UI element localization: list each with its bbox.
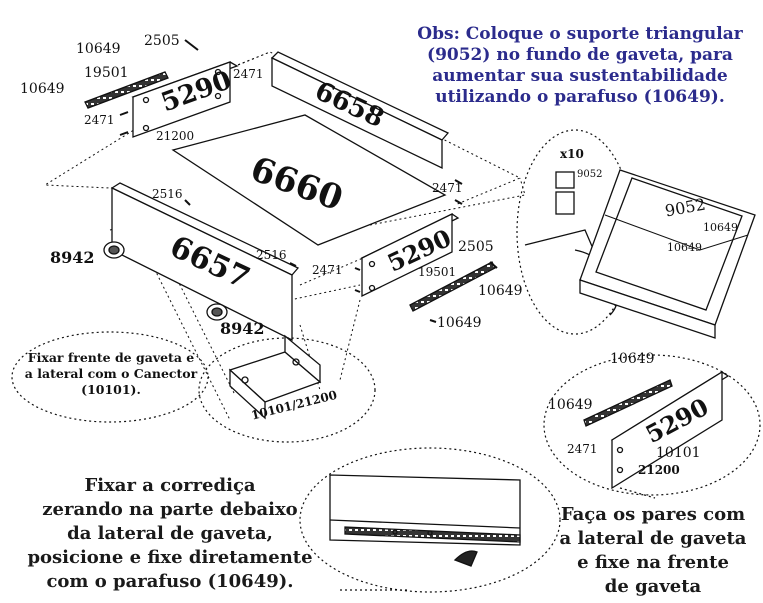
slide-instruction: Fixar a corrediça zerando na parte debai… — [20, 474, 320, 594]
back-panel-6658 — [270, 51, 450, 170]
label-slide-b: 19501 — [418, 265, 457, 279]
label-screw-e: 10649 — [703, 221, 738, 234]
side-right-5290 — [360, 212, 460, 298]
label-cam-b: 2471 — [233, 67, 264, 81]
slide-instruction-line: Fixar a corrediça — [84, 475, 256, 496]
slide-instruction-line: zerando na parte debaixo — [42, 499, 298, 520]
slide-detail-illustration — [329, 474, 521, 567]
front-panel-6657 — [110, 182, 300, 342]
label-screw-c: 10649 — [478, 283, 523, 299]
label-cam-e: 2471 — [567, 442, 598, 456]
label-connector-b: 10101 — [656, 445, 701, 461]
label-handle-b: 8942 — [220, 319, 265, 338]
pairs-instruction-line: de gaveta — [604, 576, 702, 597]
label-cam-d: 2471 — [312, 263, 343, 277]
observation-line: aumentar sua sustentabilidade — [432, 66, 728, 86]
label-bracket-small: 9052 — [577, 169, 603, 180]
label-cam-c: 2471 — [432, 181, 463, 195]
bottom-panel-6660 — [171, 114, 447, 246]
label-screw-d: 10649 — [437, 315, 482, 331]
label-screw-h: 10649 — [548, 397, 593, 413]
slide-detail-callout — [299, 447, 561, 593]
label-cam-a: 2471 — [84, 113, 115, 127]
label-bolt-b: 2516 — [256, 248, 287, 262]
pairs-instruction-line: e fixe na frente — [577, 552, 729, 573]
label-screw-a: 10649 — [76, 41, 121, 57]
label-pin-b: 2505 — [458, 239, 494, 255]
label-screw-g: 10649 — [610, 351, 655, 367]
slide-instruction-line: da lateral de gaveta, — [67, 523, 273, 544]
connector-note-line: a lateral com o Canector — [24, 366, 198, 381]
slide-left-19501 — [84, 71, 169, 109]
pairs-instruction-line: Faça os pares com — [560, 504, 746, 525]
drawer-box-illustration — [579, 169, 756, 339]
connector-10101-illustration — [228, 334, 322, 420]
connector-note: Fixar frente de gaveta e a lateral com o… — [22, 350, 200, 398]
label-dowel-b: 21200 — [638, 463, 680, 477]
label-handle-a: 8942 — [50, 248, 95, 267]
pairs-detail-callout — [543, 354, 761, 496]
observation-line: (9052) no fundo de gaveta, para — [427, 45, 733, 65]
side-left-5290 — [131, 61, 239, 138]
observation-line: utilizando o parafuso (10649). — [435, 87, 725, 107]
handle-knob-left — [103, 241, 125, 259]
handle-knob-right — [206, 303, 228, 321]
slide-instruction-line: com o parafuso (10649). — [46, 571, 294, 592]
connector-note-line: Fixar frente de gaveta e — [27, 350, 195, 365]
connector-note-line: (10101). — [81, 382, 141, 397]
label-screw-b: 10649 — [20, 81, 65, 97]
slide-right-19501 — [409, 261, 496, 312]
screws — [119, 39, 498, 323]
label-screw-f: 10649 — [667, 241, 702, 254]
observation-line: Obs: Coloque o suporte triangular — [417, 24, 743, 44]
connector-callout — [198, 337, 376, 443]
side-detail-5290 — [583, 370, 730, 490]
connector-note-callout — [11, 331, 209, 423]
label-pin-a: 2505 — [144, 33, 180, 49]
pairs-instruction-line: a lateral de gaveta — [559, 528, 747, 549]
label-count: x10 — [560, 147, 584, 161]
label-bolt-a: 2516 — [152, 187, 183, 201]
observation-note: Obs: Coloque o suporte triangular (9052)… — [400, 24, 760, 108]
pairs-instruction: Faça os pares com a lateral de gaveta e … — [548, 503, 758, 599]
label-slide-a: 19501 — [84, 65, 129, 81]
slide-instruction-line: posicione e fixe diretamente — [27, 547, 313, 568]
label-dowel-a: 21200 — [156, 129, 195, 143]
